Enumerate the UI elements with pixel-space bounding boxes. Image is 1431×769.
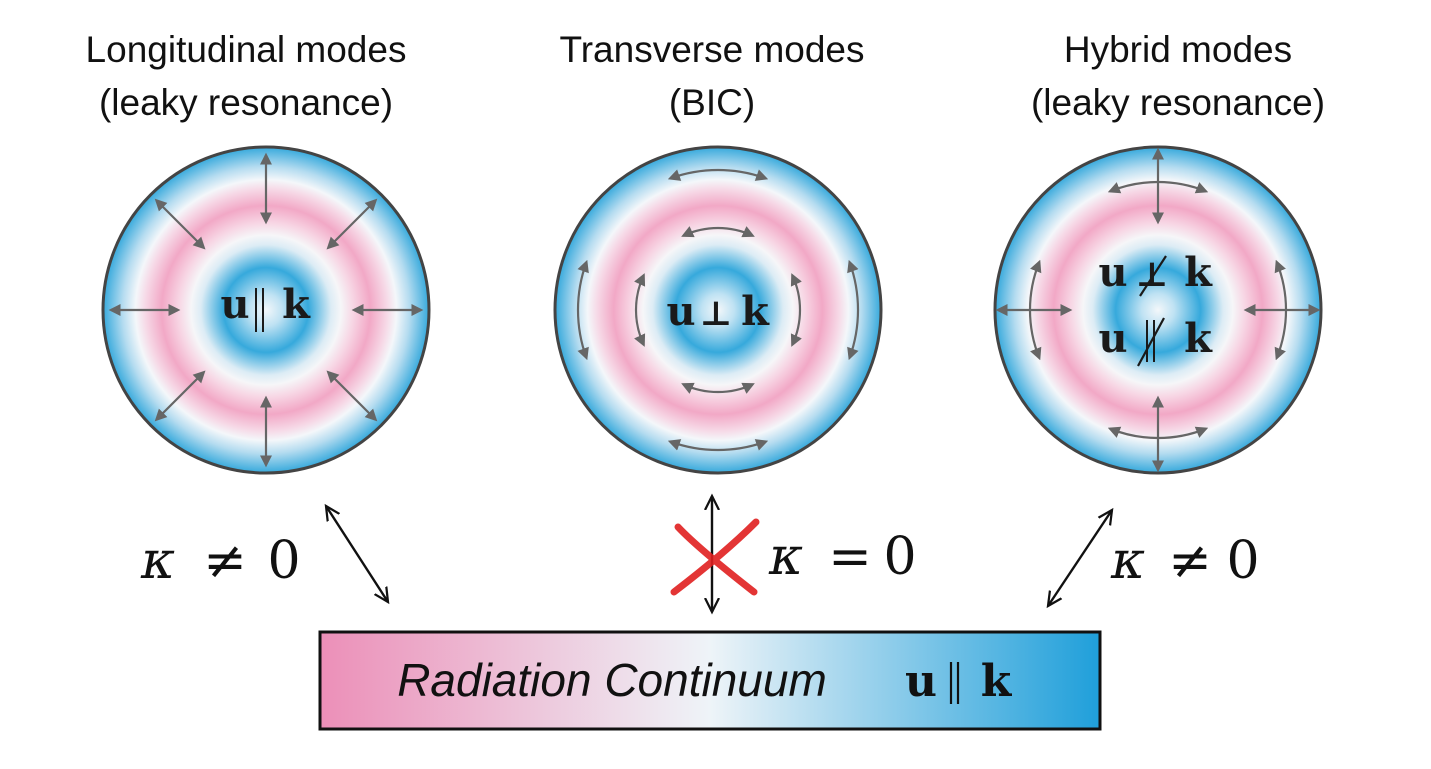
math-u: u	[905, 656, 937, 707]
math-k: k	[1184, 315, 1213, 362]
radial-field-arrow	[154, 198, 206, 250]
title-longitudinal-line1: Longitudinal modes	[86, 29, 407, 70]
radial-field-arrows	[108, 152, 424, 468]
title-hybrid-line2: (leaky resonance)	[1031, 82, 1325, 123]
azimuthal-field-arrow	[1028, 259, 1042, 361]
kappa-label-left: κ ≠ 0	[140, 531, 301, 591]
azimuthal-field-arrow	[790, 273, 802, 347]
radiation-continuum-box: Radiation Continuum u k	[318, 630, 1102, 731]
mode-disk-transverse	[553, 145, 883, 475]
zero: 0	[1226, 531, 1259, 591]
azimuthal-field-arrow	[681, 226, 755, 238]
continuum-label: Radiation Continuum	[397, 654, 827, 706]
radial-field-arrow	[326, 370, 378, 422]
neq-sign: ≠	[203, 531, 247, 591]
relation-hybrid: u ⊥ k u k	[1098, 249, 1213, 367]
math-u: u	[1098, 315, 1127, 362]
radial-field-arrow	[326, 198, 378, 250]
panel-titles: Longitudinal modes (leaky resonance) Tra…	[86, 29, 1326, 123]
hybrid-field-arrows	[995, 147, 1321, 473]
math-k: k	[282, 281, 311, 328]
eq-sign: =	[828, 527, 872, 587]
math-u: u	[220, 281, 249, 328]
math-k: k	[741, 288, 770, 335]
blocked-cross-mark	[670, 518, 760, 596]
azimuthal-field-arrow	[1274, 259, 1288, 361]
title-transverse-line1: Transverse modes	[559, 29, 864, 70]
relation-longitudinal: u k	[220, 281, 311, 332]
zero: 0	[883, 527, 916, 587]
perp-sign: ⊥	[700, 294, 733, 334]
mode-disk-hybrid	[993, 145, 1323, 475]
kappa-symbol: κ	[1110, 531, 1145, 591]
math-k: k	[1184, 249, 1213, 296]
relation-transverse: u ⊥ k	[666, 288, 770, 335]
title-transverse-line2: (BIC)	[669, 82, 755, 123]
math-k: k	[981, 656, 1013, 707]
kappa-symbol: κ	[768, 527, 803, 587]
azimuthal-field-arrow	[667, 439, 769, 452]
negation-slash	[1139, 255, 1167, 297]
azimuthal-field-arrow	[1107, 426, 1209, 440]
title-hybrid-line1: Hybrid modes	[1064, 29, 1292, 70]
kappa-label-middle: κ = 0	[768, 527, 917, 587]
azimuthal-field-arrow	[1107, 180, 1209, 194]
radial-field-arrow	[154, 370, 206, 422]
title-longitudinal-line2: (leaky resonance)	[99, 82, 393, 123]
negation-slash	[1137, 317, 1165, 367]
azimuthal-field-arrow	[576, 259, 589, 361]
math-u: u	[1098, 249, 1127, 296]
zero: 0	[267, 531, 300, 591]
azimuthal-field-arrows	[576, 168, 860, 452]
kappa-symbol: κ	[140, 531, 175, 591]
azimuthal-field-arrow	[634, 273, 646, 347]
coupling-arrow-right	[1048, 510, 1112, 606]
kappa-label-right: κ ≠ 0	[1110, 531, 1260, 591]
math-u: u	[666, 288, 695, 335]
neq-sign: ≠	[1168, 531, 1212, 591]
coupling-arrow-left	[326, 506, 388, 602]
azimuthal-field-arrow	[847, 259, 860, 361]
azimuthal-field-arrow	[667, 168, 769, 181]
azimuthal-field-arrow	[681, 382, 755, 394]
